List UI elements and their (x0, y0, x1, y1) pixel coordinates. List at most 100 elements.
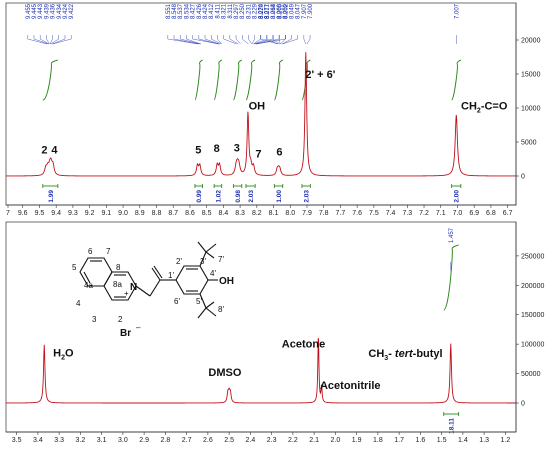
peak-assignment-label: CH3- tert-butyl (368, 348, 442, 362)
ppm-value-label: 7.900 (308, 3, 314, 19)
x-tick-label: 3.4 (33, 437, 43, 444)
ppm-value-label: 9.436 (51, 3, 57, 19)
y-tick-label: 50000 (521, 371, 541, 378)
ppm-leader-line (46, 35, 50, 45)
x-tick-label: 3.0 (118, 437, 128, 444)
y-tick-label: 0 (521, 174, 525, 181)
atom-label-6prime: 6' (174, 297, 180, 306)
bottom-integral-bars: 18.11 (443, 412, 460, 434)
x-tick-label: 8.4 (219, 210, 229, 217)
integral-curve (42, 59, 58, 101)
integral-curve (245, 59, 256, 101)
y-tick-label: 200000 (521, 283, 544, 290)
peak-assignment-label: DMSO (208, 367, 241, 379)
x-tick-label: 9.6 (18, 210, 28, 217)
y-tick-label: 15000 (521, 72, 541, 79)
ppm-value-label: 1.457 (449, 227, 455, 243)
atom-label-8: 8 (116, 263, 121, 272)
x-tick-label: 7.5 (369, 210, 379, 217)
ppm-leader-line (251, 35, 255, 45)
ppm-leader-line (198, 35, 220, 45)
x-tick-label: 6.8 (486, 210, 496, 217)
atom-label-5: 5 (72, 263, 77, 272)
y-tick-label: 250000 (521, 253, 544, 260)
ppm-leader-line (223, 35, 237, 45)
ppm-leader-line (260, 35, 278, 45)
integral-value: 0.98 (235, 190, 242, 203)
x-tick-label: 8.8 (152, 210, 162, 217)
y-tick-label: 10000 (521, 106, 541, 113)
nitrogen-label: N (130, 282, 137, 293)
x-tick-label: 8.3 (235, 210, 245, 217)
atom-label-8prime: 8' (218, 305, 224, 314)
atom-label-7prime: 7' (218, 255, 224, 264)
integral-curve (273, 59, 283, 101)
ppm-leader-line (192, 35, 219, 45)
x-tick-label: 2.0 (331, 437, 341, 444)
peak-assignment-label: 4 (51, 145, 58, 157)
x-tick-label: 1.4 (458, 437, 468, 444)
atom-label-3: 3 (92, 315, 97, 324)
x-tick-label: 8.5 (202, 210, 212, 217)
ppm-value-label: 8.047 (296, 3, 302, 19)
molecule-structure (79, 241, 218, 319)
y-tick-label: 150000 (521, 312, 544, 319)
bottom-integral-curves (443, 244, 459, 311)
x-tick-label: 2.3 (267, 437, 277, 444)
n-ch2-bond (135, 285, 151, 297)
x-tick-label: 2.5 (224, 437, 234, 444)
ppm-leader-line (235, 35, 241, 45)
ppm-leader-line (49, 35, 53, 45)
atom-label-4: 4 (76, 299, 81, 308)
x-tick-label: 7.2 (419, 210, 429, 217)
ppm-value-label: 8.071 (265, 3, 271, 19)
ppm-leader-line (303, 35, 306, 45)
x-tick-label: 1.8 (373, 437, 383, 444)
integral-value: 18.11 (449, 418, 456, 434)
ppm-value-label: 8.049 (289, 3, 295, 19)
atom-label-8a: 8a (113, 280, 122, 289)
x-tick-label: 8.7 (168, 210, 178, 217)
x-tick-label: 9.4 (51, 210, 61, 217)
x-tick-label: 7.9 (302, 210, 312, 217)
bottom-spectrum-trace (6, 338, 516, 404)
ppm-leader-line (229, 35, 239, 45)
ppm-value-label: 8.250 (240, 3, 246, 19)
ppm-leader-line (211, 35, 222, 45)
x-tick-label: 9.5 (35, 210, 45, 217)
ppm-value-label: 8.063 (271, 3, 277, 19)
integral-curve (213, 59, 222, 101)
x-tick-label: 2.7 (182, 437, 192, 444)
x-tick-label: 2.9 (139, 437, 149, 444)
ppm-value-label: 9.422 (69, 3, 75, 19)
ppm-value-label: 8.220 (259, 3, 265, 19)
y-tick-label: 100000 (521, 342, 544, 349)
bottom-ppm-peak-labels: 1.457 (449, 227, 455, 271)
ppm-value-label: 8.427 (191, 3, 197, 19)
ppm-value-label: 8.074 (258, 3, 264, 19)
atom-label-4prime: 4' (210, 269, 216, 278)
x-tick-label: 8.9 (135, 210, 145, 217)
ppm-leader-line (254, 35, 274, 45)
x-tick-label: 7.4 (386, 210, 396, 217)
atom-label-3prime: 3' (200, 257, 206, 266)
x-tick-label: 8.1 (269, 210, 279, 217)
x-tick-label: 2.2 (288, 437, 298, 444)
x-tick-label: 9.0 (118, 210, 128, 217)
integral-value: 2.00 (454, 190, 461, 203)
ppm-value-label: 7.907 (302, 3, 308, 19)
integral-curve (451, 59, 462, 101)
ppm-leader-line (27, 35, 48, 45)
integral-curve (443, 244, 459, 311)
peak-assignment-label: Acetone (282, 339, 325, 351)
atom-label-2prime: 2' (176, 257, 182, 266)
x-tick-label: 7.8 (319, 210, 329, 217)
atom-label-5prime: 5' (196, 297, 202, 306)
ppm-value-label: 9.424 (63, 3, 69, 19)
ppm-leader-line (278, 35, 281, 45)
peak-assignment-label: 5 (195, 145, 201, 157)
ppm-value-label: 8.426 (197, 3, 203, 19)
x-tick-label: 9.1 (101, 210, 111, 217)
